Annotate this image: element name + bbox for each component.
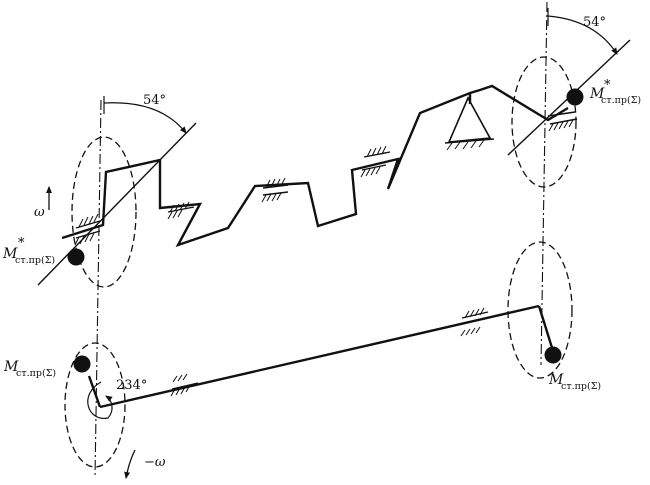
moment-subscript: ст.пр(Σ): [601, 95, 641, 106]
moment-star: *: [18, 236, 25, 251]
bearing-hatch-1: [74, 213, 101, 246]
triangle-support-hatch: [446, 139, 485, 151]
moment-subscript: ст.пр(Σ): [16, 368, 56, 379]
lower-shaft: [99, 304, 540, 409]
mass-bottom-left: [73, 355, 91, 373]
moment-symbol: M: [3, 359, 19, 375]
bearing-hatch-4: [360, 145, 391, 178]
ellipse-bottom-right: [507, 241, 573, 379]
omega-label-bottom: −ω: [144, 455, 166, 470]
angle-arc-top-left: [103, 102, 187, 134]
moment-symbol: M: [2, 246, 18, 262]
upper-shaft: [61, 84, 569, 248]
omega-label-left: ω: [34, 205, 45, 220]
bearing-hatch-6: [170, 373, 199, 397]
moment-label-top-left: M * ст.пр(Σ): [2, 236, 55, 266]
triangle-support: [447, 96, 492, 143]
omega-arrow-bottom: [124, 449, 136, 479]
lower-right-crank: [537, 305, 555, 352]
moment-label-top-right: M * ст.пр(Σ): [589, 78, 641, 106]
angle-label-top-left: 54°: [143, 93, 166, 108]
moment-label-bottom-right: M ст.пр(Σ): [548, 372, 601, 392]
bearing-hatch-3: [261, 177, 289, 203]
bearing-hatch-7: [460, 307, 489, 337]
moment-subscript: ст.пр(Σ): [561, 381, 601, 392]
axis-left: [94, 99, 102, 479]
bearing-hatch-2: [167, 201, 195, 220]
crank-line-top-left: [37, 122, 197, 286]
ellipse-top-left: [71, 136, 137, 288]
moment-symbol: M: [589, 86, 605, 102]
moment-star: *: [604, 78, 611, 93]
angle-label-234: 234°: [116, 378, 147, 393]
moment-label-bottom-left: M ст.пр(Σ): [3, 359, 56, 379]
moment-symbol: M: [548, 372, 564, 388]
mass-top-left: [67, 248, 85, 266]
mass-bottom-right: [544, 346, 562, 364]
moment-subscript: ст.пр(Σ): [15, 255, 55, 266]
angle-arc-top-right: [547, 15, 618, 55]
mass-top-right: [566, 88, 584, 106]
ellipse-top-right: [511, 56, 577, 188]
triangle-support-base: [444, 138, 495, 144]
ellipse-bottom-left: [64, 342, 126, 468]
bearing-hatch-5: [547, 111, 578, 132]
axis-right: [540, 1, 548, 366]
lower-left-crank: [87, 375, 102, 408]
angle-arc-234: [87, 381, 113, 419]
angle-label-top-right: 54°: [583, 15, 606, 30]
